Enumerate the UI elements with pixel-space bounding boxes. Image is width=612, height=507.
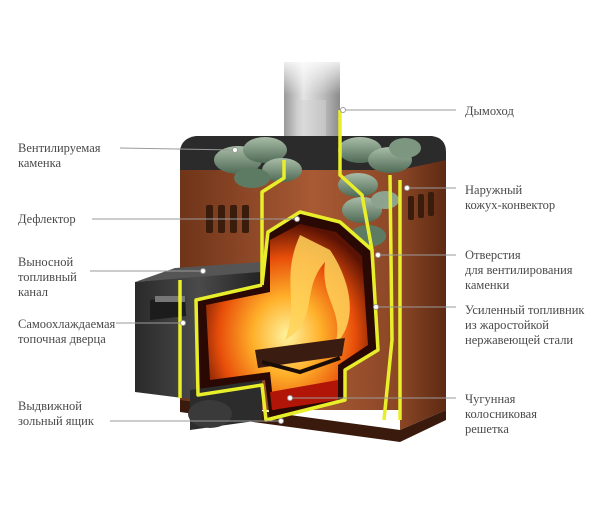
label-firebox: Усиленный топливник из жаростойкой нержа…: [465, 303, 585, 347]
label-deflector: Дефлектор: [18, 212, 76, 226]
label-self-cooling-door: Самоохлаждаемая топочная дверца: [18, 317, 116, 346]
label-grate: Чугунная колосниковая решетка: [465, 392, 537, 436]
label-remote-fuel-channel: Выносной топливный канал: [18, 255, 77, 299]
label-outer-convector: Наружный кожух-конвектор: [465, 183, 556, 212]
label-ventilated-heater: Вентилируемая каменка: [18, 141, 101, 170]
heater-stones: [214, 137, 421, 247]
firebox-cutaway: [195, 212, 378, 420]
vent-slots-right: [408, 192, 434, 220]
label-vent-holes: Отверстия для вентилирования каменки: [465, 248, 573, 292]
leader-dots: [180, 107, 410, 424]
leader-lines: [90, 109, 456, 422]
label-ash-drawer: Выдвижной зольный ящик: [18, 399, 94, 428]
accent-outlines: [178, 110, 402, 422]
label-chimney: Дымоход: [465, 104, 514, 118]
